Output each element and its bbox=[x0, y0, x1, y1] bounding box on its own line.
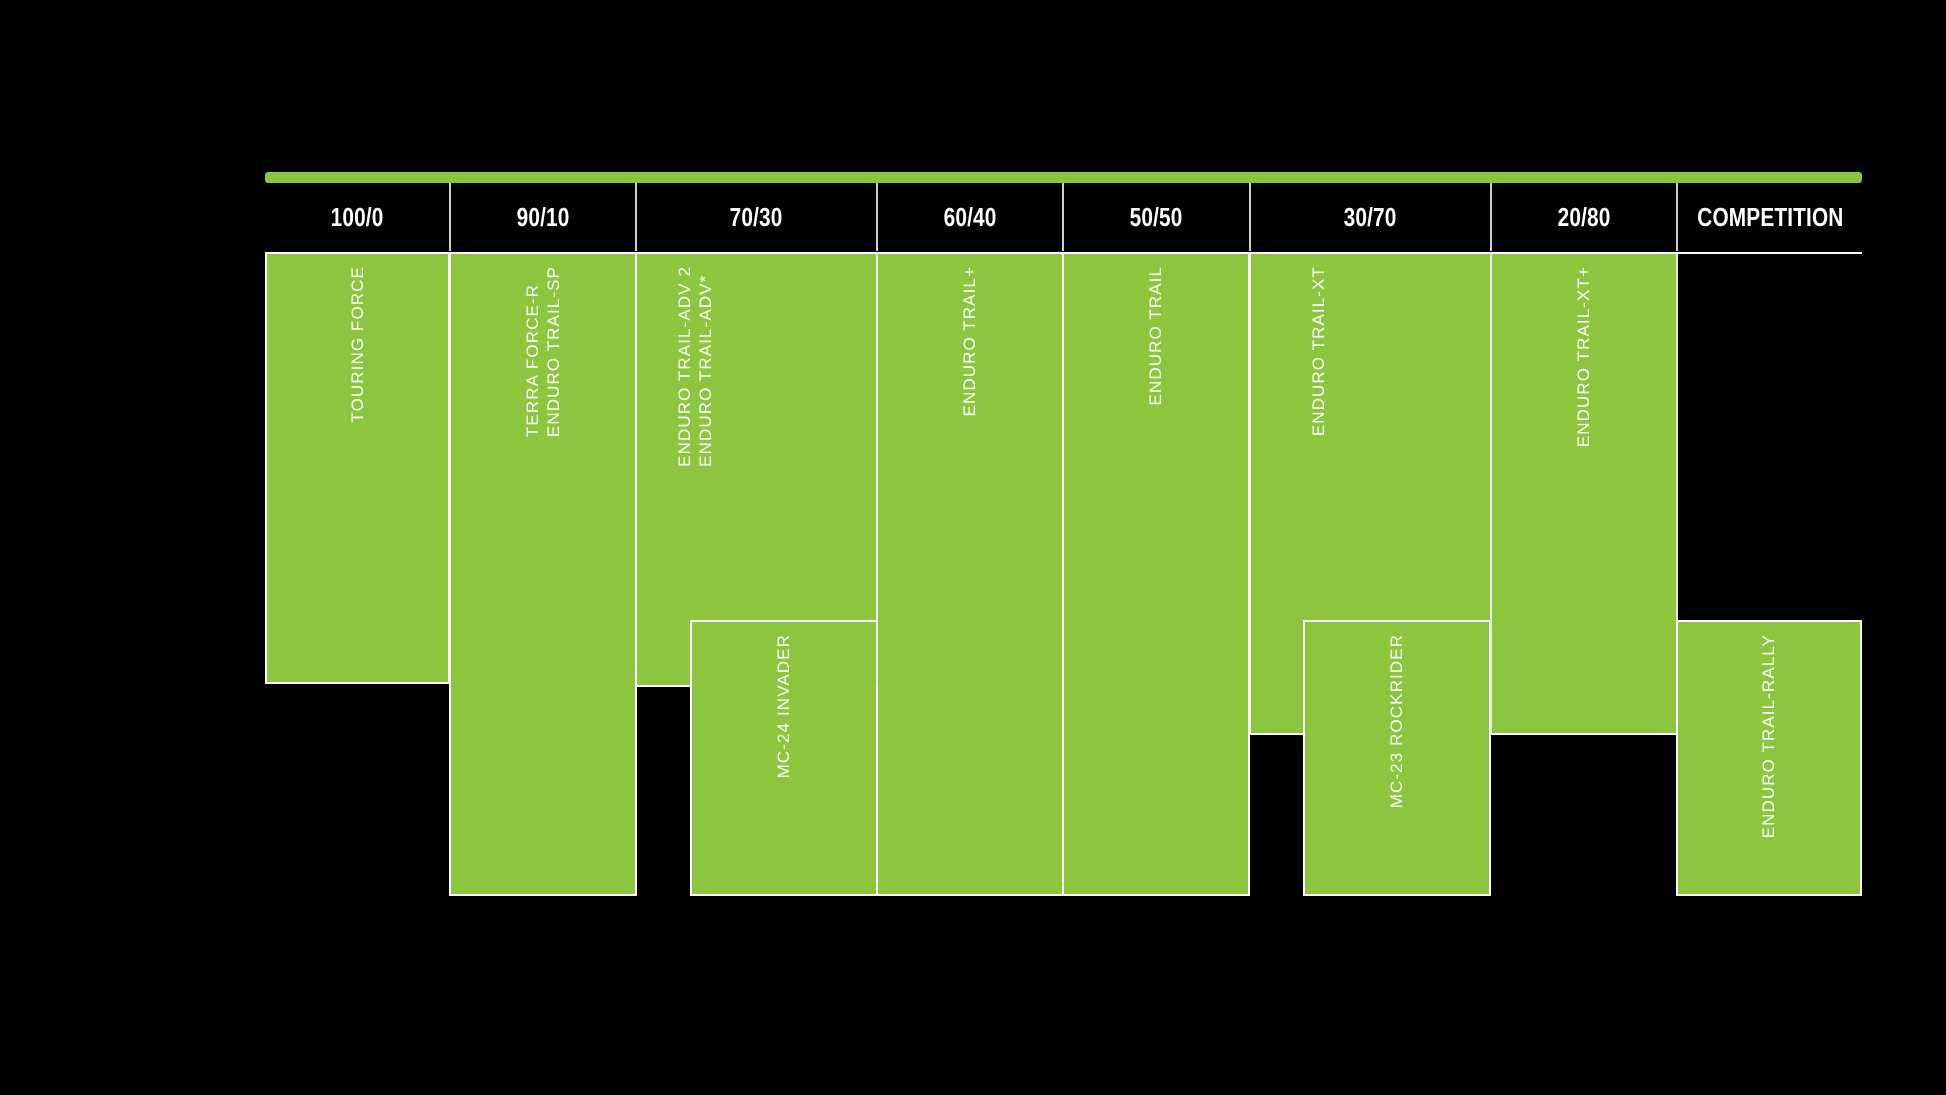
header-separator bbox=[1676, 183, 1678, 251]
header-separator bbox=[876, 183, 878, 251]
header-separator bbox=[449, 183, 451, 251]
competition-column-top-rule bbox=[1676, 252, 1862, 254]
bar-mc-24-invader[interactable]: MC-24 INVADER bbox=[690, 620, 878, 896]
header-label: 20/80 bbox=[1557, 201, 1611, 232]
bar-label-group: TERRA FORCE-R ENDURO TRAIL-SP bbox=[522, 266, 565, 437]
header-cell-30-70[interactable]: 30/70 bbox=[1251, 183, 1490, 251]
bar-label-group: TOURING FORCE bbox=[346, 266, 368, 423]
bar-label-group: ENDURO TRAIL+ bbox=[959, 266, 981, 417]
bar-label: ENDURO TRAIL-XT+ bbox=[1573, 266, 1593, 448]
bar-enduro-trail-adv[interactable]: ENDURO TRAIL-ADV 2 ENDURO TRAIL-ADV* bbox=[635, 252, 878, 687]
header-separator bbox=[1249, 183, 1251, 251]
bar-label: MC-24 INVADER bbox=[773, 634, 793, 779]
bar-enduro-trail-plus[interactable]: ENDURO TRAIL+ bbox=[876, 252, 1064, 896]
bar-label: ENDURO TRAIL-RALLY bbox=[1758, 634, 1778, 839]
header-label: COMPETITION bbox=[1696, 201, 1844, 232]
header-separator bbox=[1062, 183, 1064, 251]
header-cell-90-10[interactable]: 90/10 bbox=[451, 183, 635, 251]
bar-mc-23-rockrider[interactable]: MC-23 ROCKRIDER bbox=[1303, 620, 1491, 896]
competition-column-outline bbox=[1676, 252, 1678, 622]
bar-enduro-trail-xt-plus[interactable]: ENDURO TRAIL-XT+ bbox=[1490, 252, 1678, 735]
header-label: 70/30 bbox=[730, 201, 783, 232]
bar-label: ENDURO TRAIL bbox=[1145, 266, 1165, 406]
bar-label-group: ENDURO TRAIL-XT+ bbox=[1573, 266, 1595, 447]
bar-label-group: ENDURO TRAIL-XT bbox=[1308, 266, 1330, 436]
bar-touring-force[interactable]: TOURING FORCE bbox=[265, 252, 450, 684]
column-divider bbox=[1490, 252, 1492, 735]
header-cell-competition[interactable]: COMPETITION bbox=[1678, 183, 1862, 251]
header-label: 100/0 bbox=[330, 201, 384, 232]
bar-enduro-trail[interactable]: ENDURO TRAIL bbox=[1062, 252, 1250, 896]
bar-enduro-trail-rally[interactable]: ENDURO TRAIL-RALLY bbox=[1676, 620, 1862, 896]
bar-label: ENDURO TRAIL-XT bbox=[1308, 266, 1328, 437]
header-cell-70-30[interactable]: 70/30 bbox=[637, 183, 876, 251]
bar-label-group: MC-24 INVADER bbox=[773, 634, 795, 778]
header-label: 90/10 bbox=[516, 201, 570, 232]
header-label: 30/70 bbox=[1344, 201, 1397, 232]
bar-label: TERRA FORCE-R bbox=[522, 283, 542, 438]
bar-label: ENDURO TRAIL-ADV* bbox=[695, 274, 715, 467]
bar-label-group: ENDURO TRAIL-ADV 2 ENDURO TRAIL-ADV* bbox=[674, 266, 717, 467]
bar-label: ENDURO TRAIL-ADV 2 bbox=[674, 266, 694, 467]
bar-label-group: MC-23 ROCKRIDER bbox=[1386, 634, 1408, 808]
header-separator bbox=[1490, 183, 1492, 251]
bar-terra-force-r[interactable]: TERRA FORCE-R ENDURO TRAIL-SP bbox=[449, 252, 637, 896]
bar-label-group: ENDURO TRAIL-RALLY bbox=[1758, 634, 1780, 838]
header-label: 60/40 bbox=[943, 201, 997, 232]
column-divider bbox=[876, 252, 878, 687]
header-label: 50/50 bbox=[1130, 201, 1183, 232]
top-accent-rule bbox=[265, 172, 1862, 183]
header-cell-50-50[interactable]: 50/50 bbox=[1064, 183, 1249, 251]
header-cell-60-40[interactable]: 60/40 bbox=[878, 183, 1062, 251]
header-cell-100-0[interactable]: 100/0 bbox=[265, 183, 449, 251]
bar-label: MC-23 ROCKRIDER bbox=[1386, 634, 1406, 809]
header-cell-20-80[interactable]: 20/80 bbox=[1492, 183, 1676, 251]
bar-label: TOURING FORCE bbox=[347, 266, 367, 423]
bar-label: ENDURO TRAIL-SP bbox=[544, 266, 563, 438]
header-separator bbox=[635, 183, 637, 251]
bar-label-group: ENDURO TRAIL bbox=[1145, 266, 1167, 405]
bar-label: ENDURO TRAIL+ bbox=[959, 266, 979, 417]
